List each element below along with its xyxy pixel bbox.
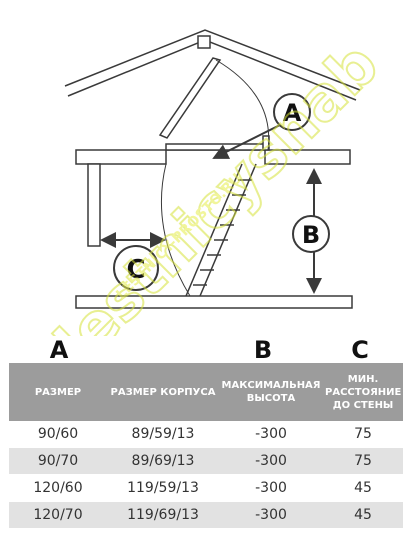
cell-max-height: -300 (219, 421, 323, 448)
callout-b-label: B (302, 221, 320, 249)
cell-body-size: 119/59/13 (107, 474, 219, 502)
cell-size: 90/70 (9, 447, 107, 475)
table-row: 120/60 119/59/13 -300 45 (9, 474, 403, 502)
callout-b: B (292, 215, 330, 253)
cell-size: 90/60 (9, 421, 107, 448)
cell-max-height: -300 (219, 474, 323, 502)
lower-floor (75, 295, 353, 309)
cell-max-height: -300 (219, 501, 323, 529)
cell-body-size: 89/69/13 (107, 447, 219, 475)
attic-ladder-diagram: A B C lestnicysnab LESTNICY-PROSTO.RU (41, 29, 393, 336)
left-wall (87, 163, 101, 247)
header-body-size: РАЗМЕР КОРПУСА (107, 363, 219, 421)
callout-c: C (113, 245, 159, 291)
column-letter-c: C (351, 336, 369, 364)
header-size: РАЗМЕР (9, 363, 107, 421)
table-row: 90/70 89/69/13 -300 75 (9, 447, 403, 475)
cell-body-size: 89/59/13 (107, 421, 219, 448)
ladder (185, 163, 257, 297)
roof (64, 29, 361, 101)
spec-table: РАЗМЕР РАЗМЕР КОРПУСА МАКСИМАЛЬНАЯ ВЫСОТ… (9, 363, 403, 529)
cell-max-height: -300 (219, 447, 323, 475)
callout-a: A (273, 93, 311, 131)
cell-min-wall-distance: 75 (323, 421, 403, 448)
column-letter-a: A (49, 336, 69, 364)
table-header-row: РАЗМЕР РАЗМЕР КОРПУСА МАКСИМАЛЬНАЯ ВЫСОТ… (9, 363, 403, 421)
cell-min-wall-distance: 45 (323, 501, 403, 529)
column-letter-b: B (253, 336, 273, 364)
table-row: 120/70 119/69/13 -300 45 (9, 501, 403, 529)
header-min-wall-distance: МИН. РАССТОЯНИЕ ДО СТЕНЫ (323, 363, 403, 421)
cell-body-size: 119/69/13 (107, 501, 219, 529)
cell-min-wall-distance: 75 (323, 447, 403, 475)
callout-c-label: C (126, 255, 145, 285)
cell-size: 120/70 (9, 501, 107, 529)
swing-arcs (161, 59, 270, 297)
cell-min-wall-distance: 45 (323, 474, 403, 502)
cell-size: 120/60 (9, 474, 107, 502)
header-max-height: МАКСИМАЛЬНАЯ ВЫСОТА (219, 363, 323, 421)
table-row: 90/60 89/59/13 -300 75 (9, 421, 403, 448)
callout-a-label: A (283, 99, 302, 127)
